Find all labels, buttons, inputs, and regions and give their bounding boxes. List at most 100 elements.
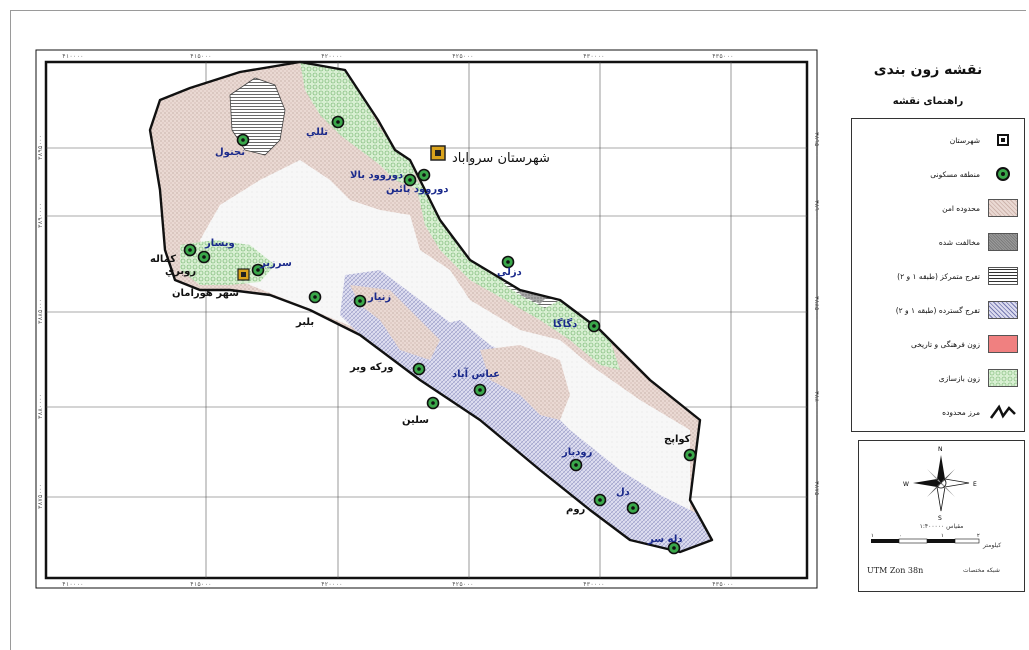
inner-boundary xyxy=(229,77,286,156)
grid-label-y: ۳۸۷۵۰۰۰ xyxy=(37,484,44,509)
place-label: دزلي xyxy=(497,267,522,278)
settlement-marker-center xyxy=(598,498,602,502)
legend-item-safe: محدوده امن xyxy=(852,191,1024,225)
grid-label-x: ۴۲۰۰۰۰ xyxy=(321,581,343,588)
grid-label-y: ۳۸۹۵۰۰۰ xyxy=(37,135,44,160)
safe-zone-patch[interactable] xyxy=(350,285,440,360)
grid-label-y: ۳۸۸۵۰۰۰ xyxy=(813,296,820,321)
grid-label-y: ۳۸۹۵۰۰۰ xyxy=(813,132,820,157)
place-label: کماله xyxy=(150,254,176,265)
settlement-marker-center xyxy=(417,367,421,371)
legend-label: مخالفت شده xyxy=(938,237,980,247)
county-label: شهرستان سرواباد xyxy=(452,151,550,166)
compass-e: E xyxy=(973,481,977,488)
place-label: دگاگا xyxy=(553,317,577,330)
place-label: روم xyxy=(566,504,586,515)
place-label: عباس آباد xyxy=(452,367,500,380)
legend-label: تفرج گسترده (طبقه ۱ و ۲) xyxy=(895,305,980,315)
legend-item-boundary: مرز محدوده xyxy=(852,395,1024,429)
scale-tick: ۰ xyxy=(899,533,902,539)
rehabilitation-zone-north[interactable] xyxy=(300,62,420,190)
grid-label-x: ۴۳۰۰۰۰ xyxy=(583,53,605,60)
place-label: دوروود پائين xyxy=(386,184,449,195)
restricted-zone-swatch xyxy=(988,233,1018,251)
scale-tick: ۱ xyxy=(941,533,944,539)
place-label: رودبار xyxy=(561,447,593,458)
settlement-marker-center xyxy=(688,453,692,457)
intensive-recreation-swatch xyxy=(988,267,1018,285)
cultural-zone-swatch xyxy=(988,335,1018,353)
place-label: نجنول xyxy=(215,147,245,158)
utm-zone: UTM Zon 38n xyxy=(867,566,924,575)
grid-label-y: ۳۸۷۵۰۰۰ xyxy=(813,481,820,506)
grid-label-x: ۴۱۵۰۰۰ xyxy=(190,581,212,588)
settlement-marker-center xyxy=(672,546,676,550)
place-label: دله سر xyxy=(647,534,683,545)
compass-s: S xyxy=(938,515,942,521)
grid-label-y: ۳۸۸۰۰۰۰ xyxy=(37,394,44,419)
legend-label: مرز محدوده xyxy=(942,407,980,417)
grid-label-x: ۴۱۵۰۰۰ xyxy=(190,53,212,60)
legend-label: منطقه مسکونی xyxy=(930,169,980,179)
legend-item-cultural: زون فرهنگی و تاریخی xyxy=(852,327,1024,361)
place-label: ورکه وير xyxy=(349,362,394,373)
grid-label-x: ۴۱۰۰۰۰ xyxy=(62,581,84,588)
settlement-marker-center xyxy=(256,268,260,272)
page-frame xyxy=(10,10,1026,650)
settlement-marker-center xyxy=(241,138,245,142)
place-label: دوروود بالا xyxy=(350,170,403,181)
place-label: دل xyxy=(616,487,630,498)
grid-label-y: ۳۸۹۰۰۰۰ xyxy=(37,203,44,228)
area-boundary[interactable] xyxy=(148,60,714,554)
settlement-marker-center xyxy=(431,401,435,405)
settlement-marker-center xyxy=(478,388,482,392)
safe-zone-swatch xyxy=(988,199,1018,217)
city-marker[interactable] xyxy=(237,268,250,281)
place-label: کواپج xyxy=(664,434,691,445)
grid-label-x: ۴۳۰۰۰۰ xyxy=(583,581,605,588)
grid-label-y: ۳۸۹۰۰۰۰ xyxy=(813,200,820,225)
grid-label-y: ۳۸۸۵۰۰۰ xyxy=(37,299,44,324)
safe-zone-patch-2[interactable] xyxy=(480,345,570,420)
legend-label: زون فرهنگی و تاریخی xyxy=(910,339,980,349)
compass-w: W xyxy=(903,481,909,488)
rehabilitation-zone-swatch xyxy=(988,369,1018,387)
settlement-marker-center xyxy=(408,178,412,182)
grid-label-x: ۴۲۵۰۰۰ xyxy=(452,581,474,588)
scale-bar: ۱ ۰ ۱ ۲ xyxy=(871,533,980,544)
scale-unit: کیلومتر xyxy=(983,542,1002,549)
boundary-line-icon xyxy=(988,403,1018,421)
settlement-marker-center xyxy=(188,248,192,252)
city-label: شهر هورامان xyxy=(172,288,239,299)
legend-item-intensive: تفرج متمرکز (طبقه ۱ و ۲) xyxy=(852,259,1024,293)
legend-item-rehab: زون بازسازی xyxy=(852,361,1024,395)
study-area[interactable] xyxy=(148,60,714,554)
scale-inset: N S E W مقیاس ۱:۴۰۰۰۰۰ ۱ ۰ ۱ ۲ کیلومتر U… xyxy=(858,440,1025,592)
legend-item-restricted: مخالفت شده xyxy=(852,225,1024,259)
place-label: سرزير xyxy=(259,258,292,269)
settlements xyxy=(183,115,697,555)
place-label: تللي xyxy=(306,127,328,138)
scale-tick: ۱ xyxy=(871,533,874,539)
compass-n: N xyxy=(938,446,943,453)
grid-label-x: ۴۲۰۰۰۰ xyxy=(321,53,343,60)
place-label: روبري xyxy=(165,266,196,277)
scale-text: مقیاس ۱:۴۰۰۰۰۰ xyxy=(919,523,964,530)
settlement-marker-center xyxy=(358,299,362,303)
legend-label: شهرستان xyxy=(949,135,980,145)
grid-label-x: ۴۱۰۰۰۰ xyxy=(62,53,84,60)
coordinate-system: شبکه مختصات xyxy=(963,567,1000,574)
place-label: ويسار xyxy=(204,238,235,249)
scale-tick: ۲ xyxy=(977,533,980,539)
grid-label-y: ۳۸۸۰۰۰۰ xyxy=(813,391,820,416)
settlement-marker-center xyxy=(592,324,596,328)
legend-label: محدوده امن xyxy=(942,203,980,213)
settlement-marker-center xyxy=(336,120,340,124)
place-label: بلبر xyxy=(295,317,314,328)
legend-label: تفرج متمرکز (طبقه ۱ و ۲) xyxy=(897,271,980,281)
settlement-marker-center xyxy=(574,463,578,467)
county-seat-marker[interactable] xyxy=(430,145,446,161)
settlement-marker-center xyxy=(313,295,317,299)
extensive-recreation-swatch xyxy=(988,301,1018,319)
